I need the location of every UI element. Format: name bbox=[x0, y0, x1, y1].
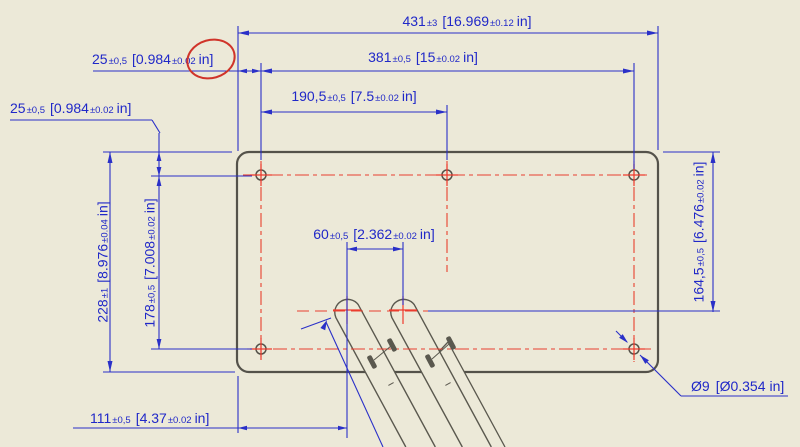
cable-crimps bbox=[367, 336, 456, 369]
center-mark-hole-tm bbox=[436, 164, 458, 186]
center-mark-hole-tl bbox=[250, 164, 272, 186]
dimension-hole-span-height[interactable]: 178±0,5[7.008±0.02in] bbox=[141, 198, 158, 328]
cable-3 bbox=[431, 342, 505, 447]
center-mark-hole-bl bbox=[250, 338, 272, 360]
dimension-arrowheads bbox=[107, 30, 716, 431]
cable-2 bbox=[390, 299, 492, 447]
dimension-slot-row-height[interactable]: 164,5±0,5[6.476±0.02in] bbox=[690, 161, 707, 303]
cable-1 bbox=[334, 299, 436, 447]
centerlines bbox=[243, 161, 651, 362]
cable-crimp-links bbox=[373, 343, 451, 386]
dimension-total-height[interactable]: 228±1[8.976±0.04in] bbox=[94, 201, 111, 323]
center-mark-hole-br bbox=[623, 338, 645, 360]
cable-slots bbox=[334, 298, 506, 447]
